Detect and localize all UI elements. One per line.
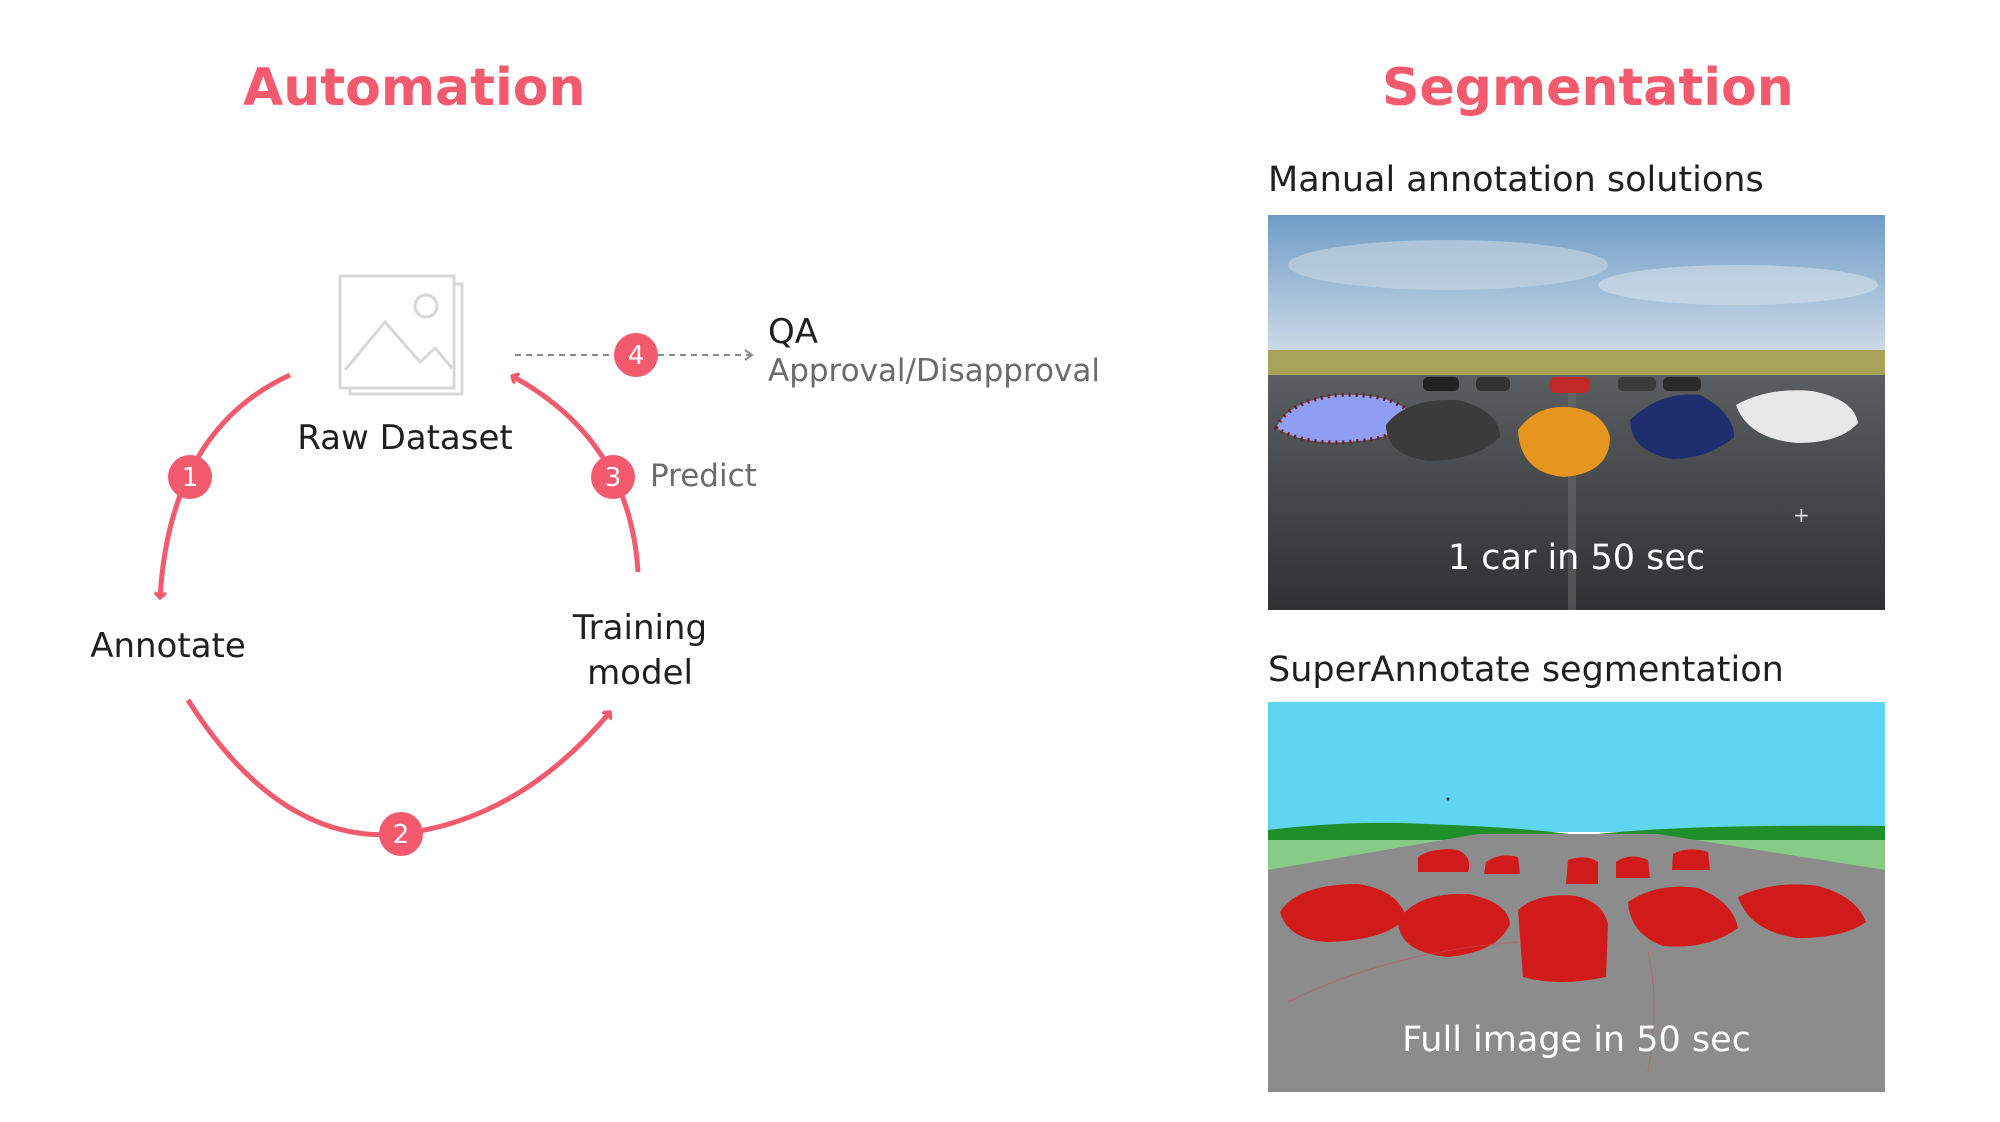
step-badge-3: 3 [591, 455, 635, 499]
step-badge-1: 1 [168, 455, 212, 499]
predict-label: Predict [650, 458, 757, 494]
step-badge-2: 2 [379, 812, 423, 856]
manual-overlay-text: 1 car in 50 sec [1447, 538, 1706, 578]
superannotate-overlay-text: Full image in 50 sec [1402, 1020, 1751, 1060]
qa-title: QA [768, 312, 819, 352]
node-training-line1: Training [572, 608, 708, 648]
automation-cycle-diagram: 1 2 3 4 [0, 274, 754, 856]
automation-title: Automation [243, 58, 586, 118]
superannotate-caption: SuperAnnotate segmentation [1268, 650, 1784, 690]
node-training-line2: model [587, 653, 693, 693]
manual-caption: Manual annotation solutions [1268, 160, 1764, 200]
svg-text:1: 1 [182, 463, 199, 493]
superannotate-segmentation-image: Full image in 50 sec [1268, 702, 1885, 1092]
node-training-model: Training model [540, 606, 740, 696]
node-raw-dataset: Raw Dataset [297, 418, 513, 458]
image-placeholder-icon [338, 274, 464, 396]
qa-subtitle: Approval/Disapproval [768, 353, 1100, 389]
svg-text:+: + [1793, 503, 1810, 527]
svg-text:3: 3 [605, 463, 622, 493]
svg-text:4: 4 [628, 341, 645, 371]
step-badge-4: 4 [614, 333, 658, 377]
node-annotate: Annotate [90, 626, 246, 666]
arrow-step-3 [512, 376, 641, 573]
svg-text:2: 2 [393, 820, 410, 850]
segmentation-title: Segmentation [1382, 58, 1794, 118]
manual-annotation-image: + 1 car in 50 sec [1268, 215, 1885, 610]
